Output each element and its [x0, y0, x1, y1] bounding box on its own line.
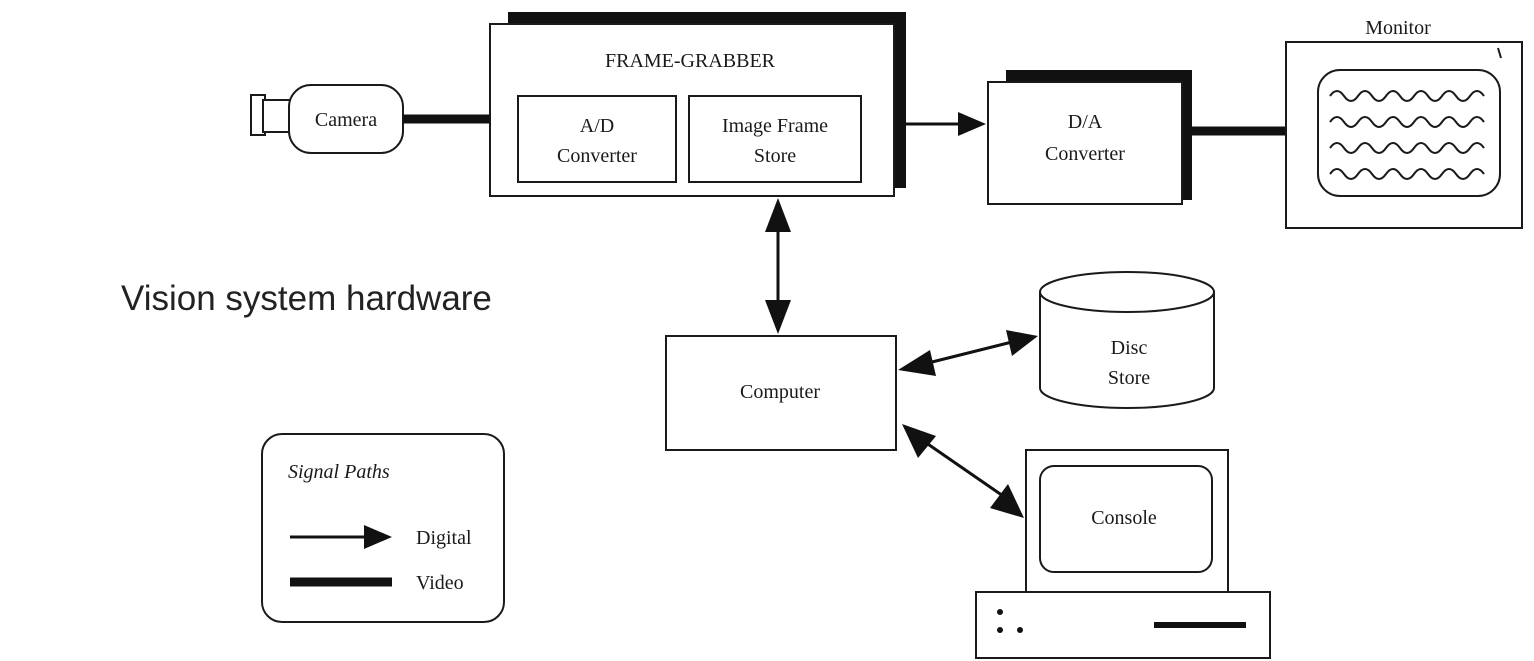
- arrowhead-da: [958, 112, 986, 136]
- monitor-node: Monitor: [1285, 17, 1523, 229]
- image-frame-store-label-line2: Store: [754, 145, 796, 167]
- legend-digital-arrowhead: [364, 525, 392, 549]
- da-converter-label-line1: D/A: [1068, 111, 1103, 133]
- console-led-1: [997, 609, 1003, 615]
- arrowhead-disc: [1006, 330, 1038, 356]
- legend-video-label: Video: [416, 572, 464, 594]
- computer-node: Computer: [665, 335, 897, 451]
- digital-link-computer-console: [921, 438, 1007, 500]
- monitor-wave-lines: [1329, 90, 1485, 180]
- monitor-screen: [1317, 69, 1501, 197]
- camera-node: Camera: [250, 84, 404, 154]
- frame-grabber-title: FRAME-GRABBER: [605, 50, 776, 72]
- console-node: Console: [975, 449, 1271, 659]
- disc-store-node: Disc Store: [1039, 271, 1215, 409]
- ad-converter-label-line1: A/D: [580, 115, 614, 137]
- ad-converter-box: [517, 95, 677, 183]
- computer-box: [665, 335, 897, 451]
- legend-box: [261, 433, 505, 623]
- console-label: Console: [1091, 507, 1157, 529]
- computer-label: Computer: [740, 381, 820, 403]
- legend-title: Signal Paths: [288, 461, 390, 483]
- disc-store-label-line1: Disc: [1111, 337, 1148, 359]
- arrowhead-framegrabber: [765, 198, 791, 232]
- console-drive-slot: [1154, 622, 1246, 628]
- console-screen: [1039, 465, 1213, 573]
- diagram-caption: Vision system hardware: [121, 279, 492, 318]
- monitor-label: Monitor: [1365, 17, 1431, 39]
- disc-store-body: [1039, 292, 1215, 409]
- arrowhead-computer-disc: [898, 350, 936, 376]
- console-led-2: [997, 627, 1003, 633]
- arrowhead-computer-console: [902, 424, 936, 458]
- disc-store-top: [1039, 271, 1215, 313]
- image-frame-store-label-line1: Image Frame: [722, 115, 828, 137]
- camera-lens: [262, 99, 292, 133]
- monitor-mark: [1497, 47, 1502, 59]
- ad-converter-label-line2: Converter: [557, 145, 637, 167]
- arrowhead-console: [990, 484, 1024, 518]
- legend: Signal Paths Digital Video: [261, 433, 505, 623]
- arrowhead-computer-top: [765, 300, 791, 334]
- console-led-3: [1017, 627, 1023, 633]
- da-converter-label-line2: Converter: [1045, 143, 1125, 165]
- disc-store-label-line2: Store: [1108, 367, 1150, 389]
- digital-link-computer-disc: [923, 340, 1013, 366]
- frame-grabber-node: FRAME-GRABBER A/D Converter Image Frame …: [489, 12, 906, 197]
- legend-digital-label: Digital: [416, 527, 472, 549]
- da-converter-box: [987, 81, 1183, 205]
- da-converter-node: D/A Converter: [987, 70, 1192, 205]
- image-frame-store-box: [688, 95, 862, 183]
- camera-label: Camera: [315, 109, 377, 131]
